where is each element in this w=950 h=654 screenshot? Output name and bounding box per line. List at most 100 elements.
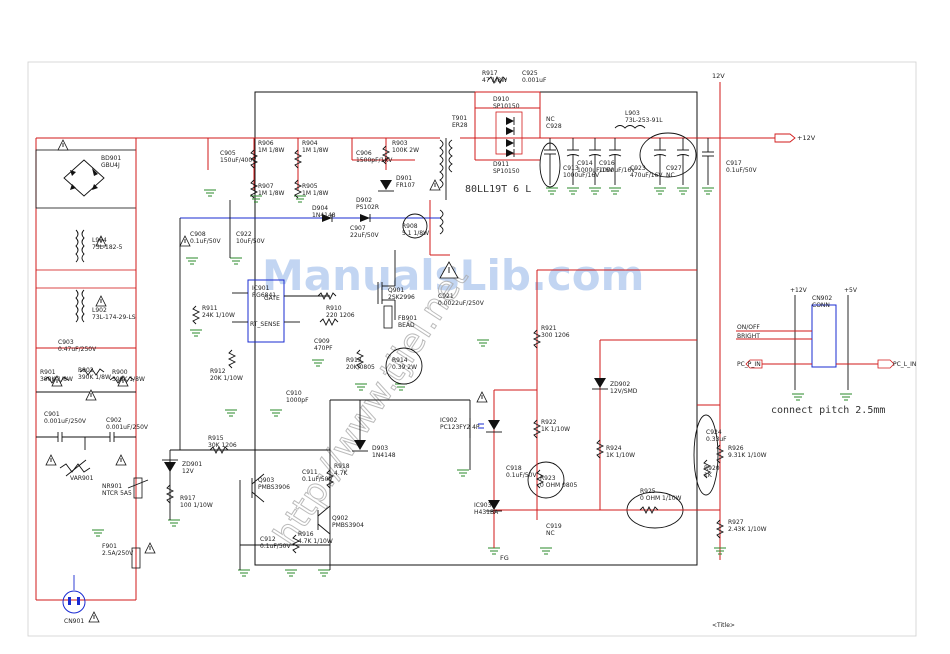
ac-inlet-cn901 — [62, 575, 86, 614]
part-value-r923: 0 OHM 0805 — [540, 482, 577, 489]
part-designator-ic903: IC903 — [474, 502, 492, 509]
part-designator-r927: R927 — [728, 519, 744, 526]
part-value-ic902: PC123FY2 4P — [440, 424, 480, 431]
part-value-t901: ER28 — [452, 122, 468, 129]
part-value-r903: 100K 2W — [392, 147, 419, 154]
part-designator-r905: R905 — [302, 183, 318, 190]
part-designator-bd901: BD901 — [101, 155, 121, 162]
part-value-r912: 20K 1/10W — [210, 375, 243, 382]
part-value-l904: 73L-182-5 — [92, 244, 123, 251]
connect-pitch-note: connect pitch 2.5mm — [771, 405, 885, 416]
part-value-r917b: 100 1/10W — [180, 502, 213, 509]
part-value-r908: 5.1 1/8W — [402, 230, 429, 237]
part-value-c901: 0.001uF/250V — [44, 418, 87, 425]
plus12v-conn-label: +12V — [790, 287, 808, 294]
part-designator-r921: R921 — [541, 325, 557, 332]
part-value-l903: 73L-253-91L — [625, 117, 663, 124]
part-value-c913: 1000uF/16V — [563, 172, 600, 179]
part-value-q903: PMBS3906 — [258, 484, 290, 491]
plus12v-output-arrow — [774, 133, 796, 143]
feedback-wiring — [169, 200, 720, 570]
part-designator-l903: L903 — [625, 110, 640, 117]
part-designator-cn902: CN902 — [812, 295, 832, 302]
part-value-ic903: H431BA — [474, 509, 499, 516]
output-rail — [460, 82, 775, 560]
part-value-r915: 30K 1206 — [208, 442, 237, 449]
part-value-r924: 1K 1/10W — [606, 452, 635, 459]
bright-signal: BRIGHT — [737, 333, 760, 340]
onoff-signal: ON/OFF — [737, 324, 760, 331]
part-value-d911: SP10150 — [493, 168, 520, 175]
part-designator-c906: C906 — [356, 150, 372, 157]
part-value-c917: 0.1uF/50V — [726, 167, 757, 174]
part-designator-ic902: IC902 — [440, 417, 458, 424]
plus5v-conn-label: +5V — [844, 287, 858, 294]
part-value-c924: 0.33uF — [706, 436, 727, 443]
part-value-c921: 0.0022uF/250V — [438, 300, 485, 307]
part-value-c907: 22uF/50V — [350, 232, 380, 239]
pc-l-in-signal: PC_L_IN — [893, 361, 916, 368]
part-designator-r903: R903 — [392, 140, 408, 147]
part-designator-f901: F901 — [102, 543, 117, 550]
part-value-r913: 20K/0805 — [346, 364, 375, 371]
part-designator-r911: R911 — [202, 305, 218, 312]
part-designator-r917b: R917 — [180, 495, 196, 502]
part-value-r925: 0 OHM 1/10W — [640, 495, 682, 502]
part-designator-c913: C913 — [563, 165, 579, 172]
part-designator-c914: C914 — [577, 160, 593, 167]
connector-cn902 — [736, 295, 895, 390]
part-value-c918: 0.1uF/50V — [506, 472, 537, 479]
part-value-r926: 9.31K 1/10W — [728, 452, 767, 459]
part-designator-q901: Q901 — [388, 287, 404, 294]
shunt-regulator-ic903 — [486, 500, 502, 512]
part-value-r917: 47 1/8W — [482, 77, 507, 84]
part-value-c910: 1000pF — [286, 397, 309, 404]
part-designator-r908: R908 — [402, 223, 418, 230]
part-value-r920: 1K — [704, 472, 713, 479]
part-designator-t901: T901 — [451, 115, 467, 122]
part-value-cn902: CONN — [812, 302, 830, 309]
part-value-r906: 1M 1/8W — [258, 147, 285, 154]
part-value-d903: 1N4148 — [372, 452, 396, 459]
part-value-c914: 1000uF/16V — [577, 167, 614, 174]
part-value-r902: 390K 1/8W — [78, 374, 111, 381]
part-value-r900: 390K 1/8W — [112, 376, 145, 383]
part-designator-r918: R918 — [334, 463, 350, 470]
part-designator-zd902: ZD902 — [610, 381, 630, 388]
diode-d903 — [322, 180, 394, 452]
ground-symbols — [92, 187, 852, 577]
part-designator-c917: C917 — [726, 160, 742, 167]
part-designator-nc: NC — [546, 116, 555, 123]
part-designator-nr901: NR901 — [102, 483, 122, 490]
part-designator-c901: C901 — [44, 411, 60, 418]
part-value-r916: 4.7K 1/10W — [298, 538, 333, 545]
part-value-nr901: NTCR 5A5 — [102, 490, 132, 497]
part-designator-r923: R923 — [540, 475, 556, 482]
part-value-l902: 73L-174-29-LS — [92, 314, 136, 321]
part-designator-r906: R906 — [258, 140, 274, 147]
part-designator-q902: Q902 — [332, 515, 348, 522]
part-value-c906: 1500pF/1KV — [356, 157, 393, 164]
part-designator-r914: R914 — [392, 357, 408, 364]
part-value-d901: FR107 — [396, 182, 415, 189]
part-designator-c918: C918 — [506, 465, 522, 472]
title-tag: <Title> — [712, 622, 735, 629]
part-value-fb901: BEAD — [398, 322, 415, 329]
part-designator-c916: C916 — [599, 160, 615, 167]
part-designator-c919: C919 — [546, 523, 562, 530]
part-value-q901: 2SK2996 — [388, 294, 415, 301]
part-designator-r925: R925 — [640, 488, 656, 495]
part-designator-c922: C922 — [236, 231, 252, 238]
part-value-r907: 1M 1/8W — [258, 190, 285, 197]
part-designator-c911: C911 — [302, 469, 318, 476]
part-designator-c903: C903 — [58, 339, 74, 346]
part-designator-zd901: ZD901 — [182, 461, 202, 468]
fg-label: FG — [500, 554, 509, 562]
rectifier-diodes — [495, 111, 523, 157]
part-designator-r904: R904 — [302, 140, 318, 147]
part-value-c903: 0.47uF/250V — [58, 346, 97, 353]
part-value-r921: 300 1206 — [541, 332, 570, 339]
part-value-c902: 0.001uF/250V — [106, 424, 149, 431]
part-designator-c924: C924 — [706, 429, 722, 436]
